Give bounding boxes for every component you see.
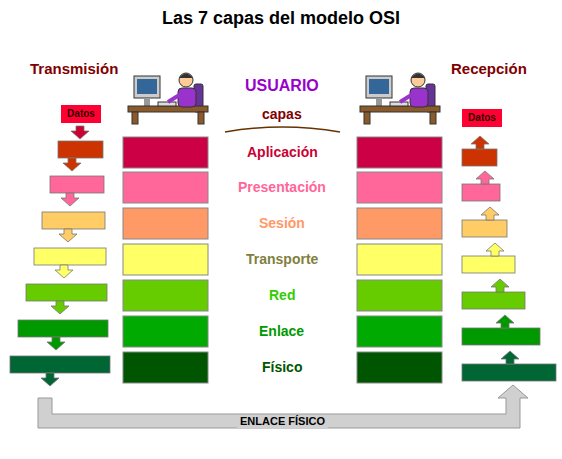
capas-arch [225, 127, 340, 132]
side-heading: Transmisión [30, 60, 118, 78]
layer-bars-left [123, 137, 208, 383]
receive-block [462, 292, 525, 309]
down-arrow [47, 337, 65, 350]
up-arrow [486, 243, 504, 256]
receive-block [462, 184, 500, 201]
layer-name: Sesión [259, 215, 305, 232]
down-arrow [61, 193, 79, 206]
layer-name: Enlace [259, 323, 304, 340]
down-arrow [63, 158, 81, 171]
diagram-title: Las 7 capas del modelo OSI [162, 8, 400, 30]
receive-block [462, 149, 497, 166]
send-block [18, 320, 108, 337]
send-block [10, 356, 110, 373]
physical-link-band [38, 385, 528, 428]
data-box: Datos [461, 108, 503, 128]
up-arrow [476, 171, 494, 184]
node-text: Datos [468, 112, 496, 124]
send-block [58, 141, 103, 158]
node-text: ENLACE FÍSICO [240, 415, 325, 428]
layer-name: Presentación [238, 179, 326, 196]
layer-bars-right [357, 137, 442, 383]
receive-block [462, 256, 515, 273]
up-arrow [491, 279, 509, 292]
user-heading: USUARIO [245, 76, 319, 95]
user-computer-left [128, 73, 208, 124]
down-arrow [71, 126, 89, 139]
layer-name: Red [269, 287, 295, 304]
send-block [26, 284, 107, 301]
data-box: Datos [60, 104, 102, 124]
layer-name: Transporte [246, 251, 318, 268]
layers-heading: capas [262, 106, 302, 123]
down-arrow [55, 265, 73, 278]
send-block [34, 248, 106, 265]
side-heading: Recepción [451, 60, 527, 78]
data-flow-stacks [10, 126, 556, 386]
node-text: Datos [67, 108, 95, 120]
receive-block [462, 364, 556, 381]
send-block [42, 212, 105, 229]
up-arrow [501, 351, 519, 364]
up-arrow [496, 315, 514, 328]
layer-name: Físico [262, 359, 302, 376]
up-arrow [481, 207, 499, 220]
receive-block [462, 328, 540, 345]
receive-block [462, 220, 507, 237]
layer-name: Aplicación [247, 144, 318, 161]
down-arrow [59, 229, 77, 242]
physical-link-label: ENLACE FÍSICO [237, 415, 328, 428]
down-arrow [41, 373, 59, 386]
down-arrow [51, 301, 69, 314]
up-arrow [471, 136, 489, 149]
send-block [50, 176, 104, 193]
user-computer-right [360, 73, 440, 124]
